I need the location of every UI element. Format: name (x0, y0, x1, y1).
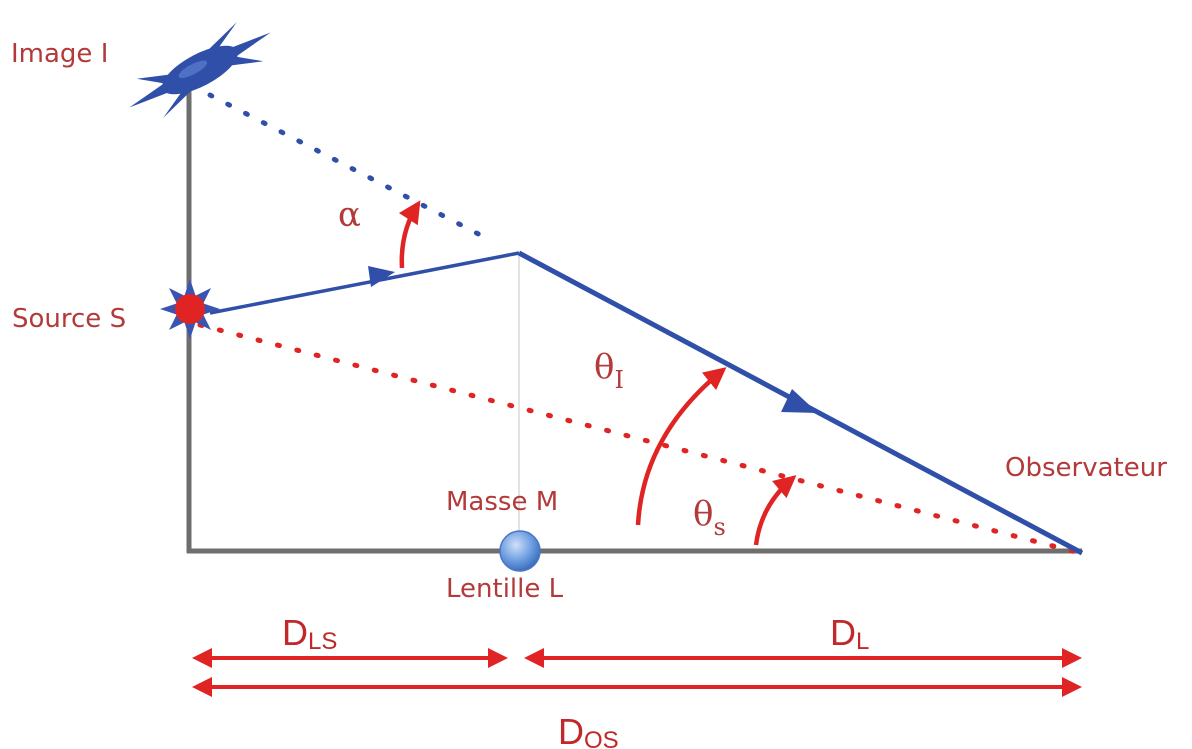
d-l-main: D (830, 612, 856, 653)
d-l-subscript: L (856, 628, 869, 655)
ray-arrowhead-2 (781, 389, 818, 413)
lens-mass-icon (499, 530, 541, 572)
d-os-subscript: OS (584, 727, 619, 749)
theta-i-symbol: θ (594, 347, 614, 387)
apparent-direction-dotted-line (207, 92, 493, 243)
ray-segment-source-to-lens (209, 251, 520, 315)
theta-s-symbol: θ (693, 494, 713, 534)
distance-arrows (192, 648, 1082, 697)
observer-label: Observateur (1005, 453, 1167, 483)
light-ray (209, 250, 1084, 556)
alpha-label: α (338, 195, 361, 235)
image-label: Image I (11, 39, 108, 69)
true-direction-dotted-line (197, 322, 1083, 556)
theta-i-label: θI (594, 347, 624, 394)
source-label: Source S (12, 304, 126, 334)
d-ls-subscript: LS (308, 628, 337, 655)
ray-arrowhead-1 (368, 266, 395, 287)
mass-label: Masse M (446, 487, 558, 517)
lens-label: Lentille L (446, 574, 564, 604)
theta-i-subscript: I (614, 366, 623, 394)
source-star-icon (160, 279, 220, 339)
d-os-label: DOS (558, 711, 619, 749)
theta-s-label: θs (693, 494, 726, 541)
d-ls-label: DLS (282, 612, 337, 655)
theta-s-angle-arc (753, 475, 797, 546)
d-ls-main: D (282, 612, 308, 653)
d-os-main: D (558, 711, 584, 749)
alpha-angle-arc (398, 200, 421, 269)
theta-s-subscript: s (713, 513, 725, 541)
theta-i-angle-arc (635, 367, 727, 526)
d-l-label: DL (830, 612, 869, 655)
image-galaxy-icon (129, 22, 271, 118)
